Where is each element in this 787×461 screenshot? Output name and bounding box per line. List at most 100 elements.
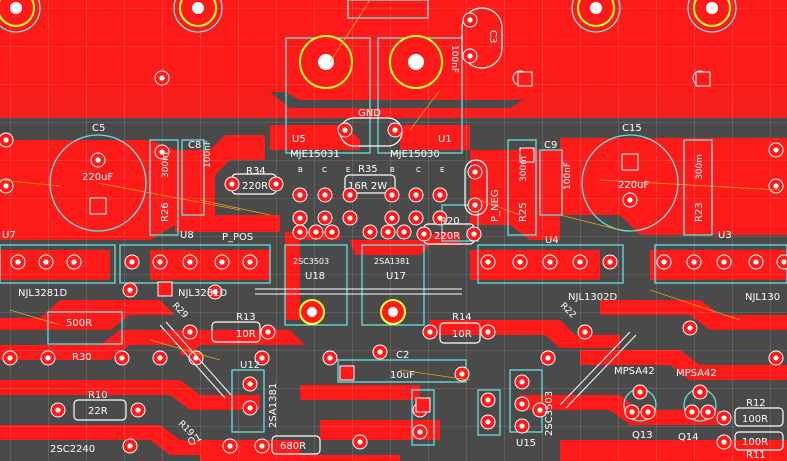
pad-hole — [212, 289, 218, 295]
pad-hole — [773, 355, 779, 361]
q14-label: Q14 — [678, 432, 699, 443]
u12-part: 2SA1381 — [268, 383, 279, 428]
pad-hole — [385, 229, 391, 235]
r26-value: 300m — [161, 152, 171, 178]
r20-label: R20 — [440, 216, 460, 227]
pad-hole — [721, 259, 727, 265]
pad-hole — [327, 355, 333, 361]
r13-value: 10R — [236, 329, 256, 340]
u15-part: 2SC3503 — [544, 391, 555, 436]
u12-label: U12 — [240, 360, 260, 371]
gnd-label: GND — [358, 108, 381, 119]
pad-hole — [3, 137, 9, 143]
pad-hole — [219, 259, 225, 265]
pad-hole — [95, 157, 101, 163]
pad-hole — [357, 439, 363, 445]
pad-hole — [389, 215, 395, 221]
pad-hole — [247, 259, 253, 265]
pad-hole — [377, 349, 383, 355]
pad-hole — [413, 192, 419, 198]
r35-value: 16R 2W — [348, 181, 387, 192]
njl1302d-label: NJL1302D — [568, 292, 617, 303]
pad-hole — [55, 407, 61, 413]
pad-hole — [127, 287, 133, 293]
c2-label: C2 — [396, 350, 409, 361]
r23-label: R23 — [694, 202, 705, 222]
c2-value: 10uF — [390, 370, 415, 381]
r11-label: R11 — [746, 450, 766, 461]
pad-hole — [347, 215, 353, 221]
pad-hole — [721, 439, 727, 445]
r12-label: R12 — [746, 398, 766, 409]
pad-hole — [472, 169, 478, 175]
pad-hole — [417, 429, 423, 435]
pad-hole — [297, 192, 303, 198]
u18-part: 2SC3503 — [293, 257, 329, 266]
pad-hole — [471, 231, 477, 237]
r23-value: 300m — [695, 154, 705, 180]
pad-hole — [347, 192, 353, 198]
pad-hole — [687, 325, 693, 331]
u8-label: U8 — [180, 230, 194, 241]
pad-hole — [329, 229, 335, 235]
ratsnest-lines — [0, 0, 781, 381]
pad-hole — [467, 53, 473, 59]
pad-hole — [637, 389, 643, 395]
pad-hole — [297, 215, 303, 221]
r13-label: R13 — [236, 312, 256, 323]
p-neg-label: P_NEG — [490, 189, 501, 222]
u17-label: U17 — [386, 271, 406, 282]
u7-label: U7 — [2, 230, 16, 241]
pad-hole — [547, 259, 553, 265]
pad-hole — [129, 259, 135, 265]
u15-label: U15 — [516, 438, 536, 449]
njl3281d-mid-label: NJL3281D — [178, 288, 227, 299]
u1-label: U1 — [438, 134, 452, 145]
pad-hole — [467, 17, 473, 23]
square-pads — [89, 71, 711, 413]
sc2240-label: 2SC2240 — [50, 444, 95, 455]
pad-hole — [519, 379, 525, 385]
pad-hole — [519, 423, 525, 429]
pad-hole — [247, 381, 253, 387]
pad-hole — [427, 329, 433, 335]
c8-value: 100nF — [203, 140, 213, 168]
pad-hole — [3, 183, 9, 189]
c8-label: C8 — [188, 140, 201, 151]
pad-hole — [322, 215, 328, 221]
pad-hole — [629, 409, 635, 415]
u3-label: U3 — [718, 230, 732, 241]
pad-hole — [773, 183, 779, 189]
power-pads — [0, 0, 731, 325]
c15-label: C15 — [622, 123, 642, 134]
r14-label: R14 — [452, 312, 472, 323]
pad-hole — [367, 229, 373, 235]
pad-hole — [322, 192, 328, 198]
pad-hole — [485, 259, 491, 265]
jumper-wires — [159, 288, 637, 409]
r12-value: 100R — [742, 414, 768, 425]
u5-pin-b: B — [298, 166, 303, 174]
pad-hole — [421, 231, 427, 237]
pad-hole — [485, 397, 491, 403]
pad-hole — [753, 259, 759, 265]
pad-hole — [705, 409, 711, 415]
pad-hole — [259, 355, 265, 361]
r20-value: 220R — [434, 231, 460, 242]
r35-label: R35 — [358, 164, 378, 175]
c3-label: C3 — [487, 30, 498, 43]
p-pos-label: P_POS — [222, 232, 253, 243]
u5-part: MJE15031 — [290, 149, 340, 160]
pad-hole — [159, 149, 165, 155]
pad-hole — [7, 355, 13, 361]
outline-layer — [0, 0, 787, 446]
q13-label: Q13 — [632, 430, 653, 441]
u4-label: U4 — [545, 235, 559, 246]
u1-part: MJE15030 — [390, 149, 440, 160]
pad-hole — [577, 259, 583, 265]
pad-hole — [689, 409, 695, 415]
c5-value: 220uF — [82, 172, 113, 183]
r14-value: 10R — [452, 329, 472, 340]
r26-label: R26 — [160, 202, 171, 222]
